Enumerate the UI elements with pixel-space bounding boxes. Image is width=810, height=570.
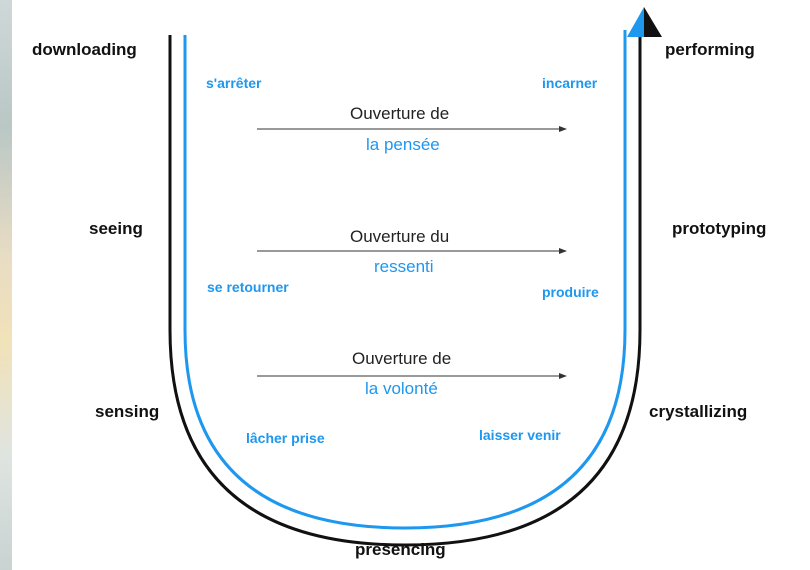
- opening-subtitle-pensee: la pensée: [366, 135, 440, 154]
- step-label-laisser-venir: laisser venir: [479, 427, 561, 443]
- stage-label-prototyping: prototyping: [672, 219, 767, 238]
- step-label-sarreter: s'arrêter: [206, 75, 262, 91]
- opening-title-ressenti: Ouverture du: [350, 227, 450, 246]
- outer-black-u-line: [168, 30, 642, 547]
- opening-title-pensee: Ouverture de: [350, 104, 450, 123]
- step-label-se-retourner: se retourner: [207, 279, 289, 295]
- opening-subtitle-ressenti: ressenti: [374, 257, 434, 276]
- opening-title-volonte: Ouverture de: [352, 349, 452, 368]
- stage-label-seeing: seeing: [89, 219, 143, 238]
- arrowhead-black-half: [644, 7, 662, 37]
- opening-arrow: [257, 248, 567, 254]
- background-photo-edge: [0, 0, 12, 570]
- step-label-incarner: incarner: [542, 75, 598, 91]
- stage-label-downloading: downloading: [32, 40, 137, 59]
- opening-arrow: [257, 373, 567, 379]
- opening-arrow: [257, 126, 567, 132]
- stage-label-performing: performing: [665, 40, 755, 59]
- stage-label-presencing: presencing: [355, 540, 446, 559]
- opening-subtitle-volonte: la volonté: [365, 379, 438, 398]
- inner-blue-u-line: [183, 30, 627, 530]
- stage-label-sensing: sensing: [95, 402, 160, 421]
- step-label-lacher-prise: lâcher prise: [246, 430, 325, 446]
- stage-label-crystallizing: crystallizing: [649, 402, 748, 421]
- arrowhead-blue-half: [627, 7, 644, 37]
- step-label-produire: produire: [542, 284, 599, 300]
